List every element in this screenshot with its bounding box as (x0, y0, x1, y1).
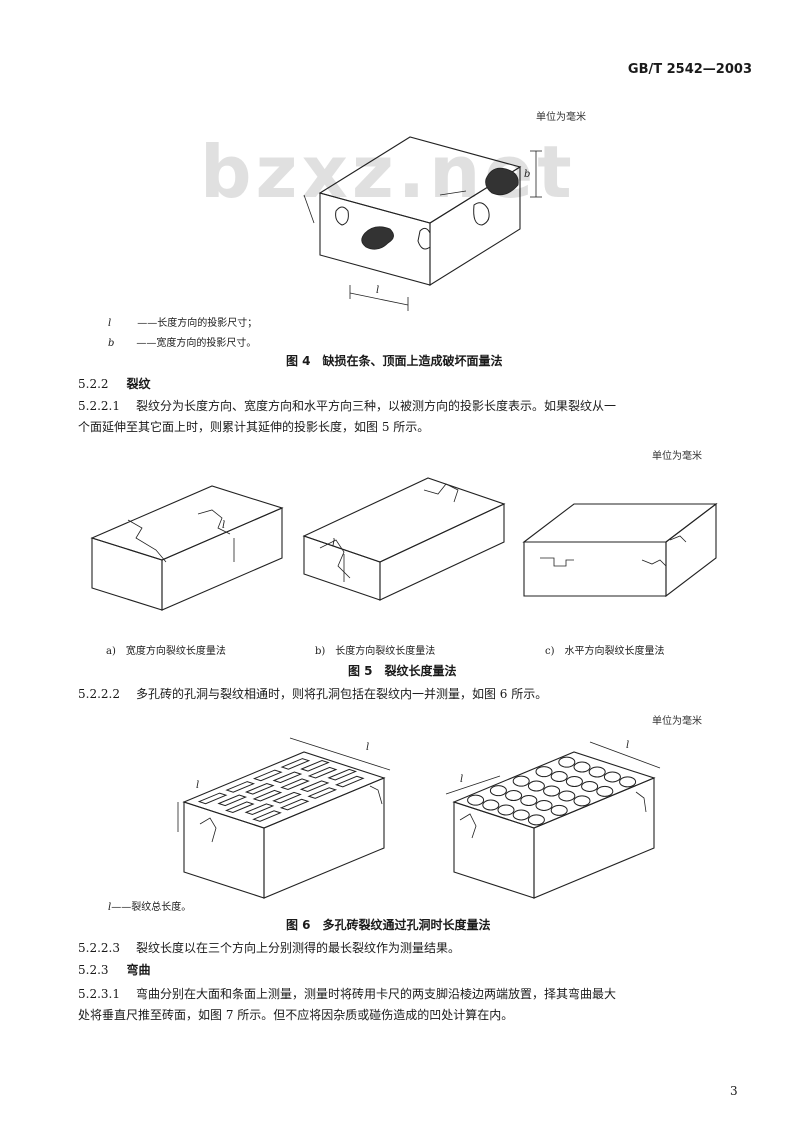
fig6-right-label-l: l (460, 774, 463, 785)
perforation-round-hole (558, 756, 576, 768)
perforation-slot (307, 766, 338, 779)
perforation-round-hole (527, 814, 545, 826)
fig6-left-label-l2: l (366, 742, 369, 753)
fig4-brick-drawing: b l (303, 136, 542, 311)
perforation-slot (280, 778, 310, 791)
perforation-round-hole (512, 809, 530, 821)
perforation-round-hole (573, 761, 591, 773)
perforation-round-hole (543, 785, 561, 797)
perforation-round-hole (489, 785, 507, 797)
perforation-slot (244, 803, 275, 815)
perforation-round-hole (505, 790, 523, 802)
perforation-round-hole (550, 804, 568, 816)
standard-number: GB/T 2542—2003 (627, 62, 752, 77)
perforation-slot (272, 791, 302, 804)
fig6-caption: 图 6 多孔砖裂纹通过孔洞时长度量法 (286, 918, 491, 932)
fig4-caption: 图 4 缺损在条、顶面上造成破坏面量法 (286, 354, 503, 368)
fig5b-label-l: l (332, 538, 335, 549)
perforation-slot (217, 794, 248, 807)
perforation-round-hole (565, 776, 583, 787)
perforation-round-hole (558, 790, 576, 802)
perforation-round-hole (512, 775, 530, 787)
fig5b-drawing: l (302, 477, 506, 601)
perforation-round-hole (535, 799, 553, 811)
perforation-slot (252, 810, 282, 822)
perforation-round-hole (535, 766, 553, 778)
perforation-slot (252, 769, 283, 782)
perforation-slot (272, 771, 303, 784)
fig6-round-hole-brick-drawing: l l (445, 740, 661, 899)
fig6-legend: l——裂纹总长度。 (108, 902, 192, 913)
perforation-round-hole (520, 795, 538, 806)
fig5-caption: 图 5 裂纹长度量法 (348, 664, 457, 678)
perforation-round-hole (550, 771, 568, 783)
perforation-slot (252, 789, 283, 802)
perforation-round-hole (527, 780, 545, 792)
perforation-slot (224, 801, 255, 814)
perforation-round-hole (588, 766, 606, 778)
perforation-slot (244, 782, 275, 795)
perforation-round-hole (619, 776, 637, 788)
fig6-slotted-brick-drawing: l l (177, 737, 391, 899)
fig4-label-b: b (524, 169, 530, 180)
fig4-legend-l: l——长度方向的投影尺寸； (108, 318, 258, 329)
fig5c-drawing (522, 502, 718, 598)
perforation-slot (327, 768, 358, 781)
fig4-legend-b: b——宽度方向的投影尺寸。 (108, 338, 257, 349)
fig4-unit-note: 单位为毫米 (536, 112, 586, 123)
fig5b-subcaption: b) 长度方向裂纹长度量法 (315, 646, 436, 657)
fig5a-label-l: l (222, 520, 225, 531)
perforation-round-hole (573, 795, 591, 807)
fig6-left-label-l: l (196, 780, 199, 791)
perforation-slot (279, 798, 310, 811)
perforation-round-hole (497, 804, 515, 816)
perforation-slot (334, 775, 365, 788)
perforation-slot (299, 780, 330, 792)
perforation-round-hole (603, 771, 621, 783)
perforation-round-hole (482, 799, 500, 811)
perforation-slot (197, 792, 228, 805)
fig6-unit-note: 单位为毫米 (652, 716, 702, 727)
perforation-slot (300, 759, 330, 772)
perforation-round-hole (467, 794, 485, 806)
perforation-slot (307, 787, 338, 799)
page-number: 3 (730, 1084, 738, 1098)
fig5a-drawing: l (90, 485, 284, 611)
perforation-slot (280, 758, 311, 770)
fig5c-subcaption: c) 水平方向裂纹长度量法 (545, 646, 665, 657)
perforation-round-hole (581, 780, 599, 792)
fig6-right-label-l2: l (626, 740, 629, 751)
fig5a-subcaption: a) 宽度方向裂纹长度量法 (106, 646, 226, 657)
fig4-label-l: l (376, 285, 379, 296)
perforation-round-hole (596, 785, 614, 797)
perforation-slot (225, 781, 256, 793)
fig5-unit-note: 单位为毫米 (652, 451, 702, 462)
